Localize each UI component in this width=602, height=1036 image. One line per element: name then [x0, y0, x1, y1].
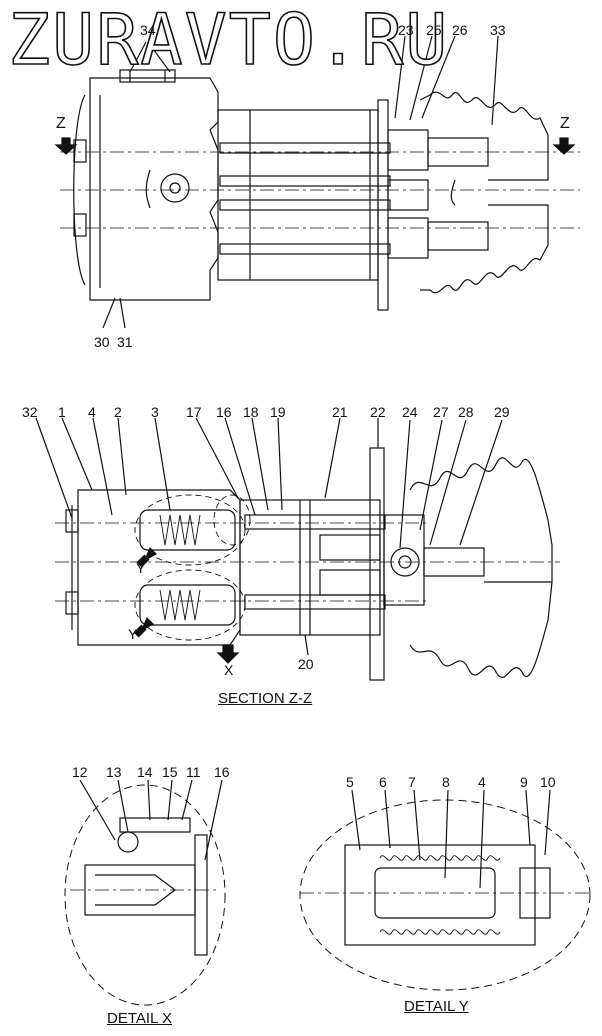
top-callout-26: 26 — [452, 22, 468, 38]
detail-marker-x: X — [224, 662, 234, 678]
section-marker-z-left: Z — [56, 115, 66, 132]
section-callout-29: 29 — [494, 404, 510, 420]
detail-y-caption: DETAIL Y — [404, 998, 469, 1015]
section-callout-20: 20 — [298, 656, 314, 672]
watermark: ZURAVTO.RU — [7, 0, 450, 81]
detail-x-callout-14: 14 — [137, 764, 153, 780]
section-callout-16: 16 — [216, 404, 232, 420]
detail-x-caption: DETAIL X — [107, 1010, 173, 1027]
detail-x-callout-13: 13 — [106, 764, 122, 780]
detail-x-callout-12: 12 — [72, 764, 88, 780]
detail-y-callout-6: 6 — [379, 774, 387, 790]
detail-y-callout-10: 10 — [540, 774, 556, 790]
section-callout-24: 24 — [402, 404, 418, 420]
detail-x-callout-11: 11 — [186, 764, 201, 780]
top-callout-25: 25 — [426, 22, 442, 38]
detail-marker-y-lower: Y — [128, 626, 138, 642]
top-view-drawing — [54, 35, 580, 329]
top-callout-23: 23 — [398, 22, 414, 38]
section-callout-17: 17 — [186, 404, 202, 420]
top-callout-33: 33 — [490, 22, 506, 38]
section-view-drawing — [35, 417, 560, 681]
section-callout-3: 3 — [151, 404, 159, 420]
detail-y-drawing — [299, 789, 591, 991]
section-callout-27: 27 — [433, 404, 449, 420]
section-callout-32: 32 — [22, 404, 38, 420]
section-callout-22: 22 — [370, 404, 386, 420]
top-callout-31: 31 — [117, 334, 133, 350]
section-callout-1: 1 — [58, 404, 66, 420]
detail-marker-y-upper: Y — [136, 560, 146, 576]
detail-y-callout-4: 4 — [478, 774, 486, 790]
top-callout-34: 34 — [140, 22, 156, 38]
detail-y-callout-9: 9 — [520, 774, 528, 790]
section-marker-z-right: Z — [560, 115, 570, 132]
section-callout-18: 18 — [243, 404, 259, 420]
detail-x-callout-15: 15 — [162, 764, 178, 780]
section-callout-4: 4 — [88, 404, 96, 420]
section-caption: SECTION Z-Z — [218, 690, 313, 707]
section-callout-21: 21 — [332, 404, 348, 420]
section-callout-2: 2 — [114, 404, 122, 420]
detail-x-drawing — [64, 779, 226, 1006]
section-callout-19: 19 — [270, 404, 286, 420]
section-callout-28: 28 — [458, 404, 474, 420]
detail-x-callout-16: 16 — [214, 764, 230, 780]
top-callout-30: 30 — [94, 334, 110, 350]
detail-y-callout-7: 7 — [408, 774, 416, 790]
detail-y-callout-5: 5 — [346, 774, 354, 790]
detail-y-callout-8: 8 — [442, 774, 450, 790]
